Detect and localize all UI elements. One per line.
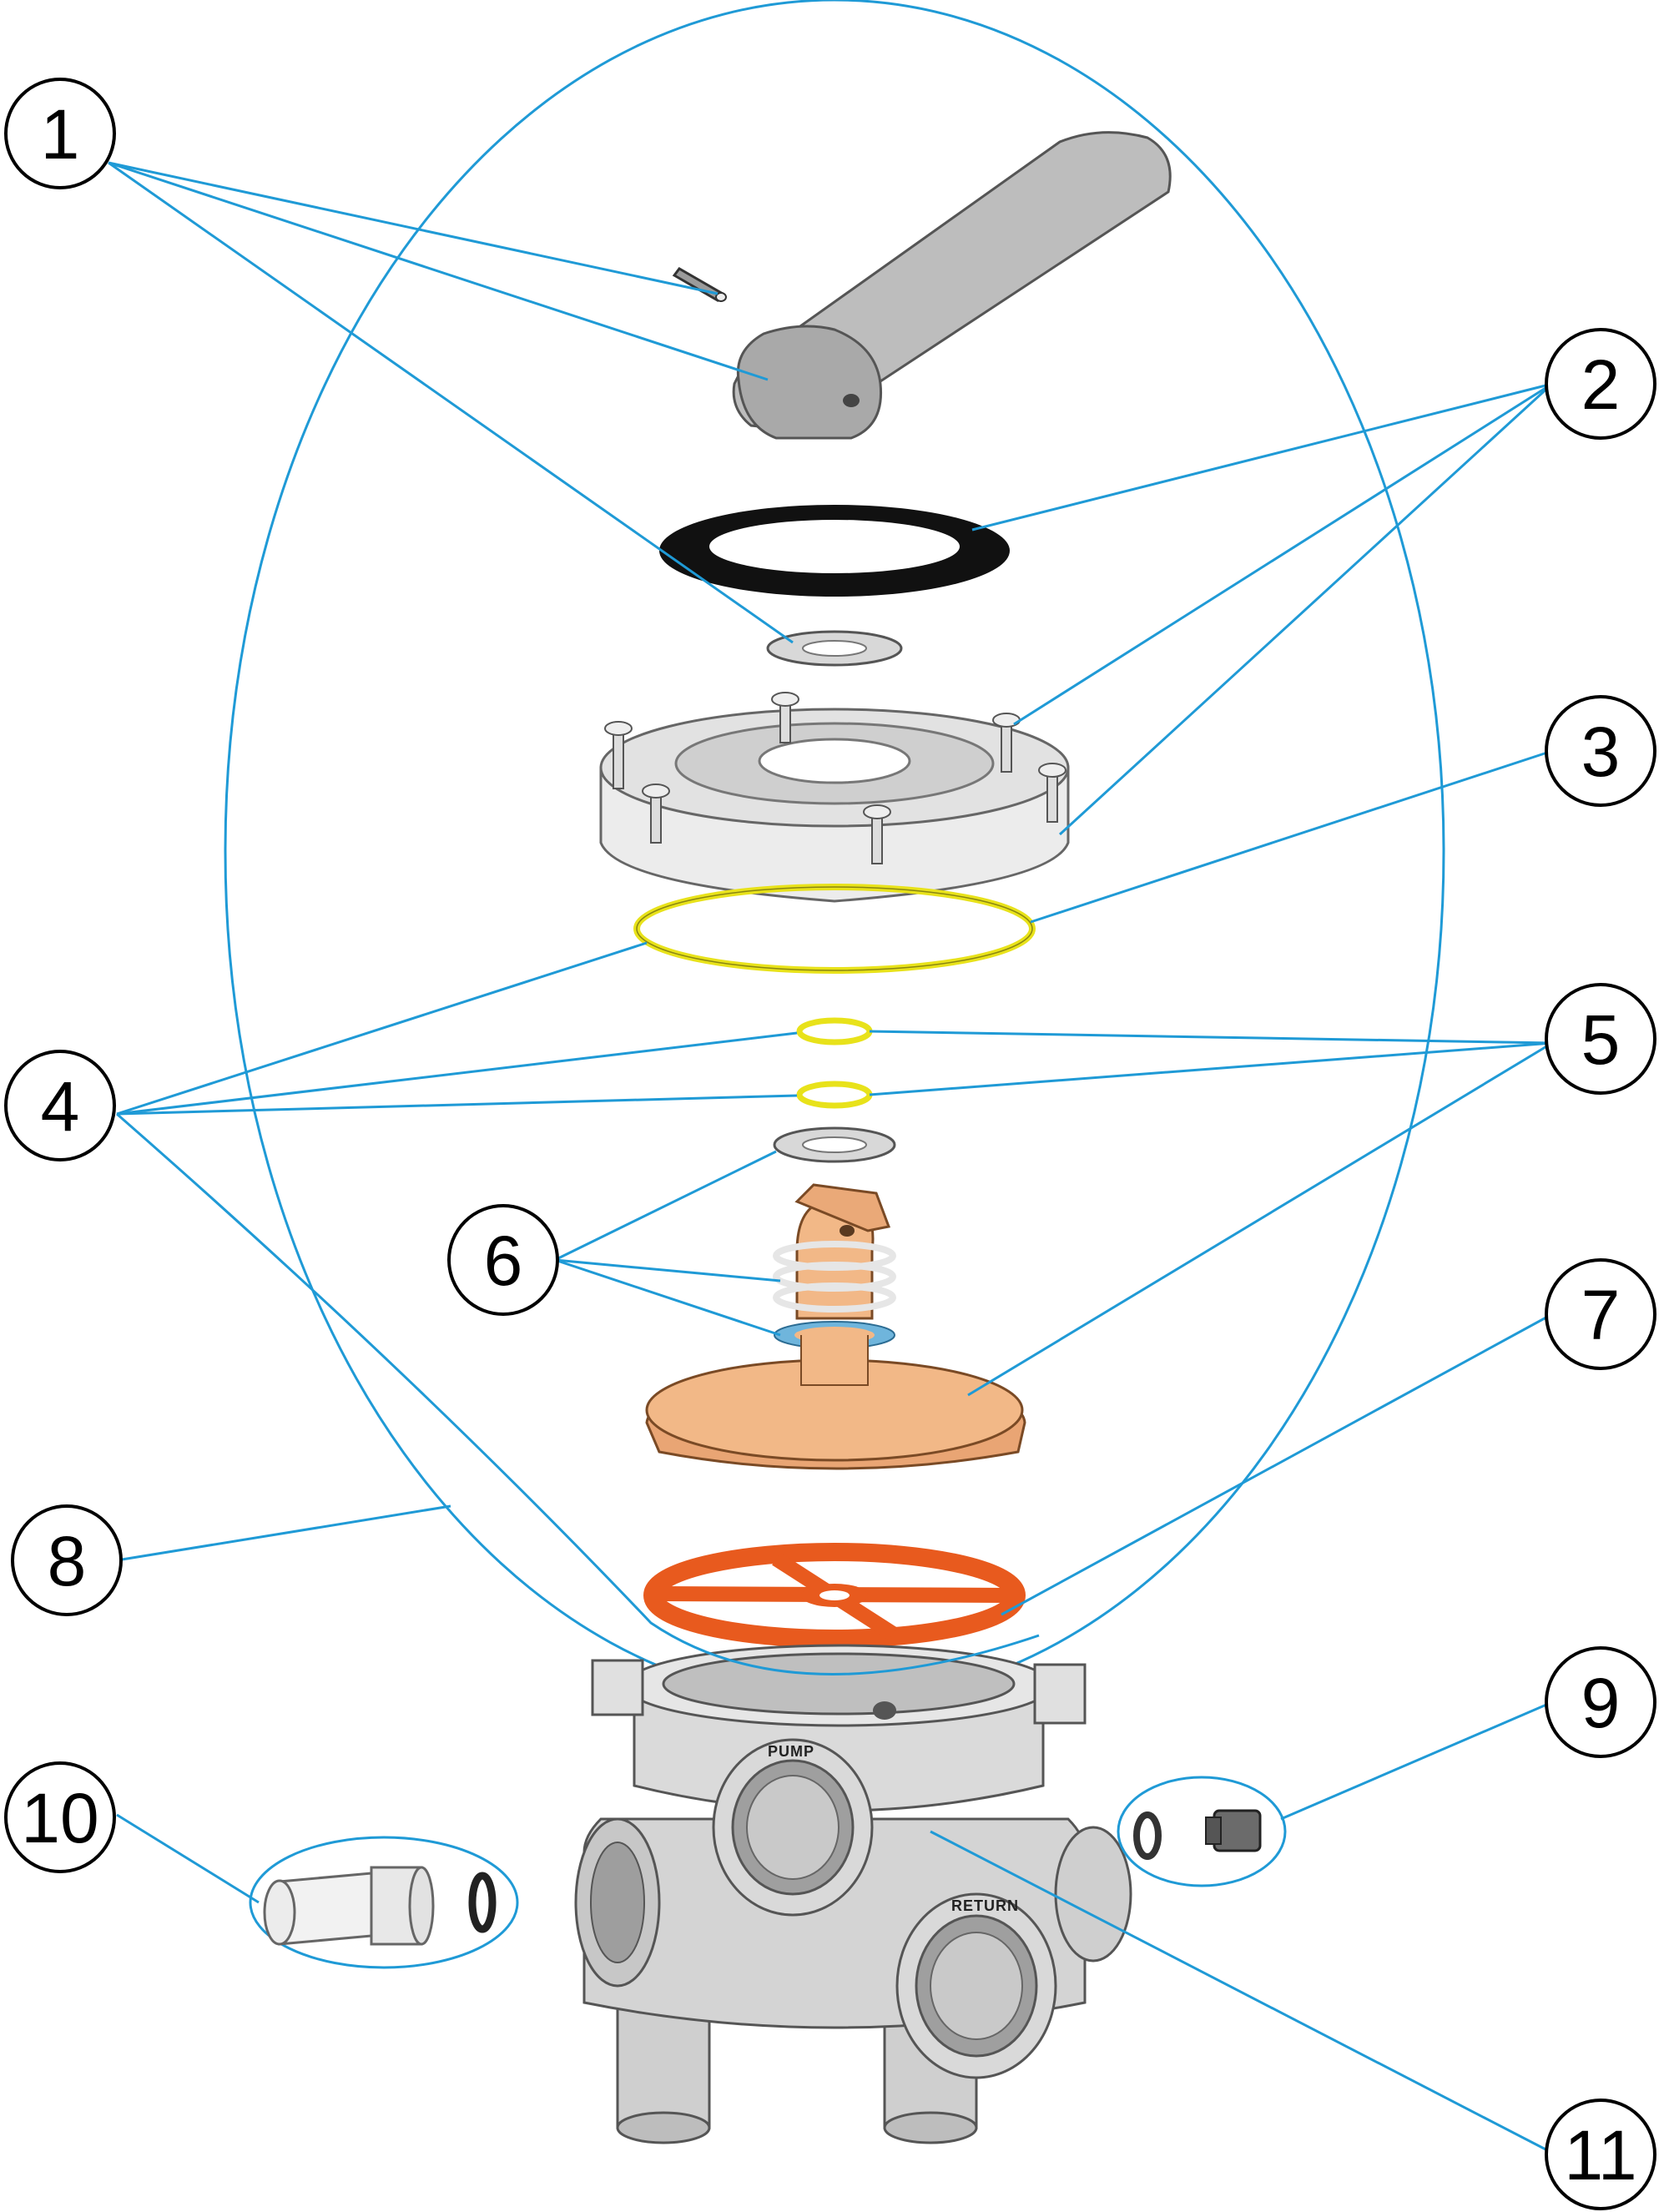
- svg-text:5: 5: [1581, 1000, 1621, 1079]
- fitting-o-ring: [468, 1872, 497, 1933]
- svg-text:7: 7: [1581, 1276, 1621, 1354]
- small-o-ring-lower: [796, 1081, 873, 1109]
- fitting-group-ellipse: [249, 1836, 519, 1969]
- callout-11: 11: [1545, 2099, 1656, 2210]
- cover-gasket: [659, 505, 1010, 597]
- callout-3: 3: [1545, 695, 1656, 807]
- star-gasket: [643, 1543, 1026, 1648]
- valve-body: PUMP RETURN: [574, 1644, 1132, 2144]
- callout-5: 5: [1545, 983, 1656, 1095]
- drain-plug-o-ring: [1133, 1811, 1162, 1860]
- callout-2: 2: [1545, 328, 1656, 440]
- small-o-ring-upper: [796, 1017, 873, 1046]
- valve-cover: [599, 692, 1070, 903]
- callout-8: 8: [11, 1504, 123, 1616]
- rotor-part: [645, 1183, 1026, 1470]
- svg-text:11: 11: [1564, 2116, 1636, 2194]
- hose-fitting: [263, 1866, 435, 1946]
- drain-plug: [1205, 1809, 1262, 1852]
- plug-group-ellipse: [1117, 1776, 1287, 1887]
- svg-text:8: 8: [48, 1522, 87, 1600]
- callout-6: 6: [447, 1204, 559, 1316]
- callout-1: 1: [4, 78, 116, 189]
- leader-lines: [108, 161, 1554, 2154]
- svg-text:3: 3: [1581, 713, 1621, 791]
- callout-4: 4: [4, 1050, 116, 1161]
- svg-text:10: 10: [21, 1779, 98, 1857]
- svg-text:2: 2: [1581, 345, 1621, 424]
- callout-9: 9: [1545, 1646, 1656, 1758]
- callout-7: 7: [1545, 1258, 1656, 1370]
- handle-part: [732, 131, 1172, 440]
- svg-text:6: 6: [484, 1222, 523, 1300]
- svg-text:9: 9: [1581, 1664, 1621, 1742]
- pump-port-label: PUMP: [768, 1743, 814, 1760]
- svg-text:1: 1: [41, 95, 80, 174]
- svg-text:4: 4: [41, 1067, 80, 1146]
- return-port-label: RETURN: [951, 1897, 1019, 1914]
- callout-10: 10: [4, 1761, 116, 1873]
